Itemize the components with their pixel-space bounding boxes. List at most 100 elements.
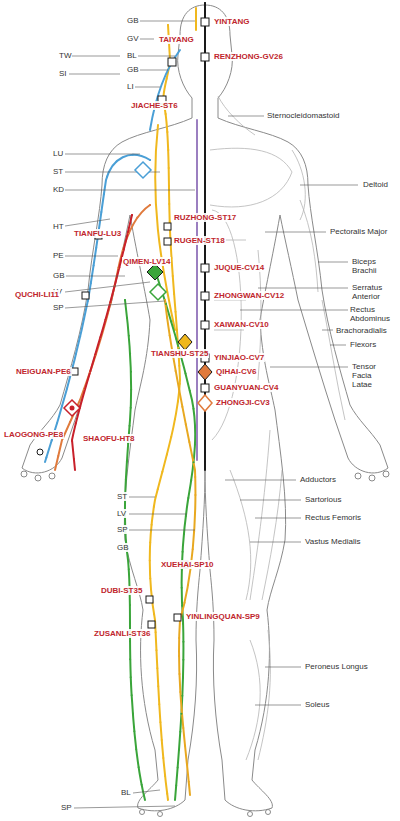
point-label: RENZHONG-GV26 <box>213 52 284 61</box>
point-label: TIANSHU-ST25 <box>150 349 209 358</box>
meridian-label: GV <box>126 34 140 43</box>
muscle-label: Adductors <box>299 475 337 484</box>
point-label: RUZHONG-ST17 <box>173 213 237 222</box>
illustration-line <box>255 518 301 519</box>
point-label: JIACHE-ST6 <box>130 101 179 110</box>
illustration-rect <box>164 223 171 230</box>
illustration-path <box>198 364 212 380</box>
point-label: XUEHAI-SP10 <box>160 560 214 569</box>
illustration-rect <box>201 53 209 61</box>
meridian-label: GB <box>52 271 66 280</box>
illustration-path <box>55 205 150 470</box>
meridian-label: KD <box>52 185 65 194</box>
illustration-path <box>45 155 150 462</box>
illustration-circle <box>70 406 75 411</box>
muscle-label: Rectus Abdominus <box>349 305 397 323</box>
meridian-label: GB <box>116 543 130 552</box>
point-label: RUGEN-ST18 <box>173 236 226 245</box>
meridian-label: SP <box>60 803 73 812</box>
illustration-path <box>165 300 195 795</box>
point-label: SHAOFU-HT8 <box>82 434 136 443</box>
illustration-use <box>150 25 180 800</box>
illustration-line <box>138 70 168 71</box>
illustration-rect <box>201 18 209 26</box>
illustration-path <box>262 470 282 600</box>
point-label: YINLINGQUAN-SP9 <box>185 612 261 621</box>
leader-lines <box>65 21 358 808</box>
muscle-label: Peroneus Longus <box>304 662 369 671</box>
illustration-path <box>198 395 212 411</box>
meridian-label: SP <box>52 303 65 312</box>
illustration-use <box>45 155 150 462</box>
muscle-label: Sartorious <box>304 495 342 504</box>
meridian-label: HT <box>52 222 65 231</box>
illustration-rect <box>168 58 176 66</box>
illustration-path <box>322 300 345 420</box>
muscle-label: Tensor Facia Latae <box>351 362 389 389</box>
illustration-line <box>270 367 348 368</box>
illustration-path <box>72 215 132 470</box>
meridian-label: SI <box>58 69 68 78</box>
point-label: TIANFU-LU3 <box>73 229 122 238</box>
illustration-line <box>138 39 154 40</box>
muscle-label: Serratus Anterior <box>351 283 395 301</box>
illustration-line <box>225 480 296 481</box>
point-label: TAIYANG <box>158 35 195 44</box>
illustration-line <box>65 154 140 155</box>
point-label: QUCHI-LI11 <box>14 290 60 299</box>
illustration-line <box>65 190 195 191</box>
meridian-label: ST <box>116 492 128 501</box>
illustration-rect <box>174 614 181 621</box>
meridian-label: ST <box>52 167 64 176</box>
illustration-line <box>330 345 346 346</box>
meridian-label: LI <box>126 82 135 91</box>
illustration-rect <box>201 384 209 392</box>
meridian-label: TW <box>58 51 72 60</box>
illustration-line <box>65 282 150 292</box>
muscle-label: Deltoid <box>362 180 389 189</box>
point-label: QIHAI-CV6 <box>215 367 257 376</box>
meridian-label: PE <box>52 251 65 260</box>
illustration-line <box>240 310 348 311</box>
illustration-rect <box>164 238 171 245</box>
point-label: YINTANG <box>213 17 250 26</box>
illustration-use <box>72 215 132 470</box>
illustration-line <box>129 530 195 531</box>
illustration-rect <box>201 321 209 329</box>
illustration-line <box>138 21 195 22</box>
illustration-rect <box>71 368 78 375</box>
meridian-label: LV <box>116 509 127 518</box>
illustration-line <box>255 705 301 706</box>
illustration-rect <box>146 596 153 603</box>
muscle-label: Pectoralis Major <box>329 227 388 236</box>
illustration-path <box>195 8 197 30</box>
illustration-path <box>246 640 260 760</box>
muscle-label: Vastus Medialis <box>304 537 361 546</box>
illustration-path <box>135 162 151 178</box>
muscle-label: Biceps Brachii <box>351 257 389 275</box>
illustration-line <box>74 806 175 808</box>
illustration-line <box>240 500 301 501</box>
meridian-label: BL <box>120 788 132 797</box>
illustration-line <box>129 497 155 498</box>
illustration-rect <box>82 292 89 299</box>
illustration-line <box>69 74 120 75</box>
point-label: YINJIAO-CV7 <box>213 353 265 362</box>
point-label: ZHONGJI-CV3 <box>215 398 271 407</box>
meridian-lines <box>45 3 205 800</box>
illustration-line <box>265 667 301 668</box>
point-label: XAIWAN-CV10 <box>213 320 270 329</box>
illustration-path <box>150 25 180 800</box>
illustration-path <box>150 50 180 130</box>
muscle-label: Flexors <box>349 340 377 349</box>
illustration-circle <box>37 449 43 455</box>
illustration-line <box>318 262 348 263</box>
illustration-rect <box>201 264 209 272</box>
point-label: GUANYUAN-CV4 <box>213 383 279 392</box>
point-label: JUQUE-CV14 <box>213 263 265 272</box>
illustration-path <box>64 400 80 416</box>
point-label: DUBI-ST35 <box>100 586 143 595</box>
illustration-path <box>218 96 255 135</box>
